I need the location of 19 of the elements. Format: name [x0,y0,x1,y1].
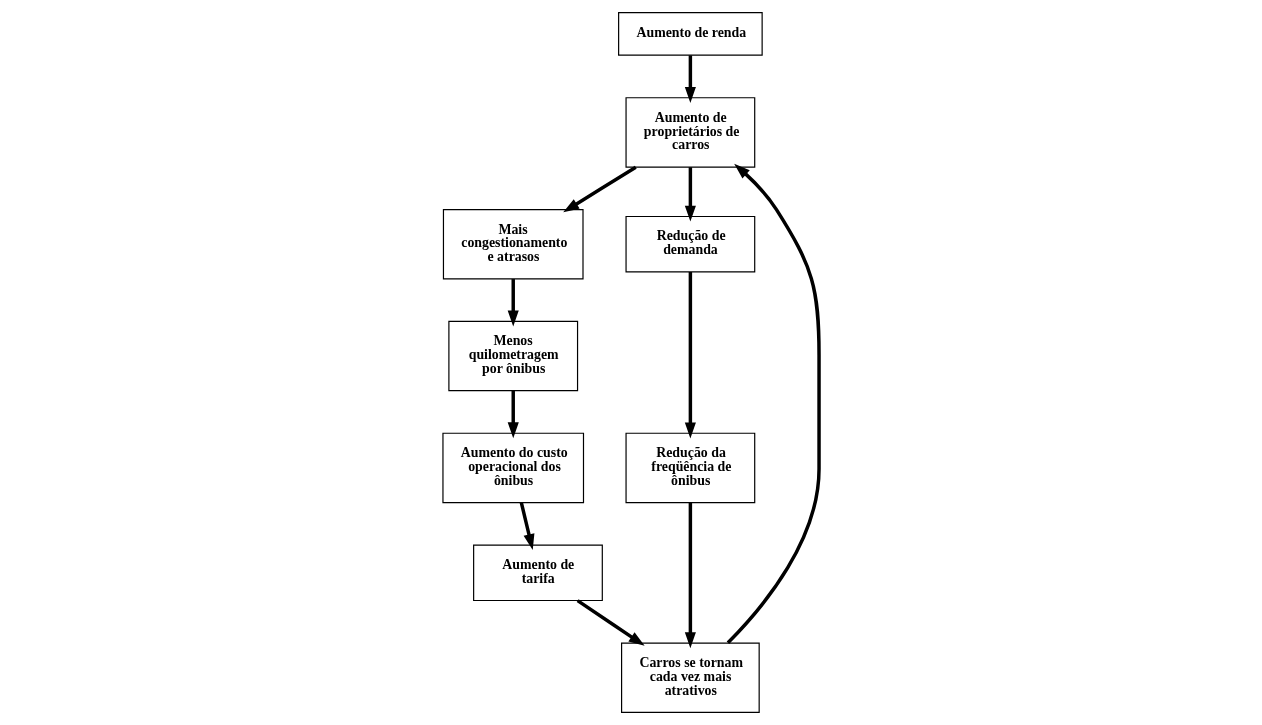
node-box: Redução de demanda [625,215,756,273]
arrow [507,279,519,327]
node-box: Aumento de renda [618,12,763,56]
arrow [684,55,696,103]
node-box: Redução da freqüência de ônibus [625,432,756,504]
arrow [576,599,645,646]
node-box: Mais congestionamento e atrasos [442,209,584,280]
arrow [684,271,696,439]
arrow [726,163,821,644]
node-box: Aumento de tarifa [473,544,603,602]
arrow [563,165,637,213]
node-box: Aumento do custo operacional dos ônibus [442,432,585,504]
node-box: Menos quilometragem por ônibus [448,320,579,392]
arrow [684,167,696,222]
node-box: Aumento de proprietários de carros [625,97,756,168]
arrow [519,502,535,550]
arrow [507,390,519,439]
arrow [684,502,696,649]
node-box: Carros se tornam cada vez mais atrativos [621,642,760,713]
